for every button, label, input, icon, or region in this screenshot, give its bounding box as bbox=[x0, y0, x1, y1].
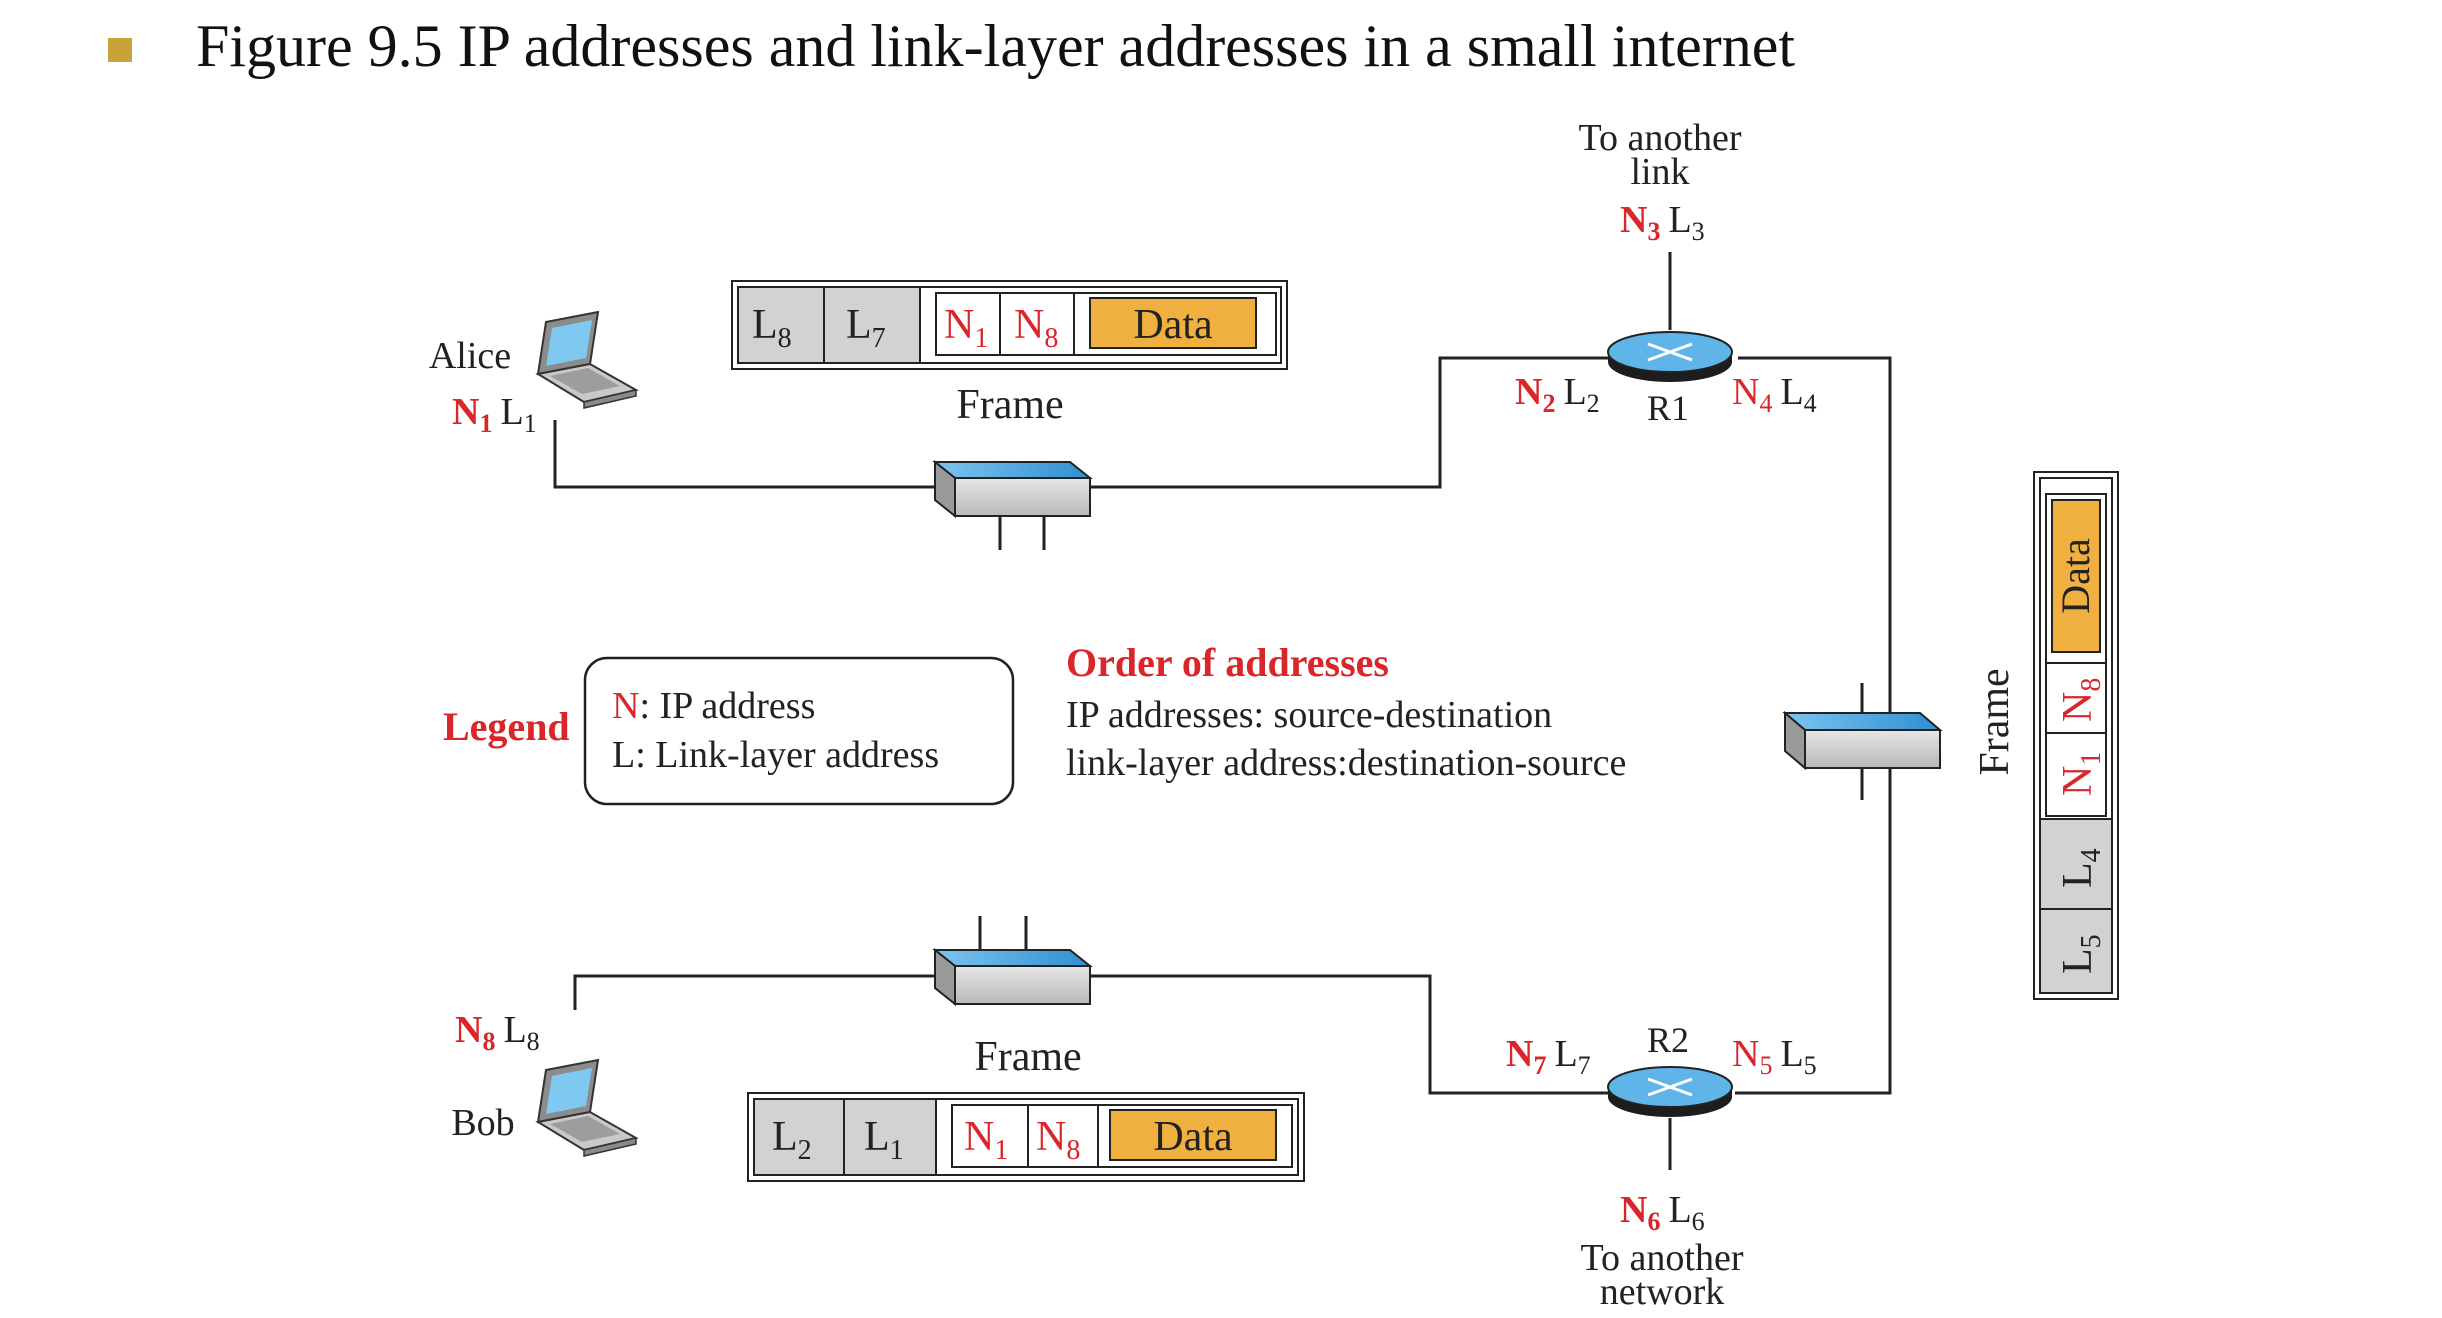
legend-ip-line: N: IP address bbox=[612, 685, 815, 727]
r1-name: R1 bbox=[1647, 388, 1689, 428]
frame-top-label: Frame bbox=[956, 382, 1063, 428]
laptop-icon-alice bbox=[535, 310, 639, 409]
r1-top-note-line1: To another bbox=[1578, 117, 1741, 159]
host-name-alice: Alice bbox=[429, 335, 511, 377]
frame-right-label: Frame bbox=[1972, 668, 2018, 775]
router-r1 bbox=[1607, 331, 1733, 382]
r2-bottom-note-line2: network bbox=[1600, 1271, 1725, 1313]
frame-right-src-link: L4 bbox=[2055, 848, 2107, 888]
frame-bottom-ip-src: N1 bbox=[964, 1114, 1008, 1166]
switch-bottom bbox=[932, 947, 1093, 1007]
legend-title: Legend bbox=[443, 704, 570, 749]
frame-top: L8 L7 N1 N8 Data bbox=[731, 280, 1288, 370]
frame-top-data: Data bbox=[1133, 302, 1213, 348]
frame-right-dst-link: L5 bbox=[2055, 934, 2107, 974]
frame-bottom-ip-dst: N8 bbox=[1036, 1114, 1080, 1166]
frame-right: Data N8 N1 L4 L5 bbox=[2033, 471, 2119, 1000]
frame-right-ip-src: N1 bbox=[2055, 752, 2107, 796]
frame-bottom-label: Frame bbox=[974, 1034, 1081, 1080]
frame-top-src-link: L7 bbox=[846, 302, 886, 354]
order-title: Order of addresses bbox=[1066, 640, 1389, 685]
order-line-ip: IP addresses: source-destination bbox=[1066, 694, 1552, 736]
host-name-bob: Bob bbox=[451, 1102, 514, 1144]
frame-top-ip-dst: N8 bbox=[1014, 302, 1058, 354]
switch-top bbox=[932, 459, 1093, 519]
frame-bottom: L2 L1 N1 N8 Data bbox=[747, 1092, 1305, 1182]
r2-name: R2 bbox=[1647, 1020, 1689, 1060]
switch-right bbox=[1782, 710, 1943, 771]
r2-bottom-note-line1: To another bbox=[1580, 1237, 1743, 1279]
frame-top-dst-link: L8 bbox=[752, 302, 792, 354]
order-line-link: link-layer address:destination-source bbox=[1066, 742, 1626, 784]
figure-title: Figure 9.5 IP addresses and link-layer a… bbox=[196, 13, 1795, 79]
frame-bottom-src-link: L1 bbox=[864, 1114, 904, 1166]
r1-top-note-line2: link bbox=[1630, 151, 1689, 193]
router-r2 bbox=[1607, 1066, 1733, 1117]
frame-bottom-data: Data bbox=[1153, 1114, 1233, 1160]
legend-link-line: L: Link-layer address bbox=[612, 734, 939, 776]
frame-right-data: Data bbox=[2053, 538, 2098, 614]
frame-top-ip-src: N1 bbox=[944, 302, 988, 354]
laptop-icon-bob bbox=[535, 1058, 639, 1157]
title-bullet bbox=[108, 38, 132, 62]
frame-right-ip-dst: N8 bbox=[2055, 678, 2107, 722]
frame-bottom-dst-link: L2 bbox=[772, 1114, 812, 1166]
legend-box bbox=[583, 656, 1015, 806]
